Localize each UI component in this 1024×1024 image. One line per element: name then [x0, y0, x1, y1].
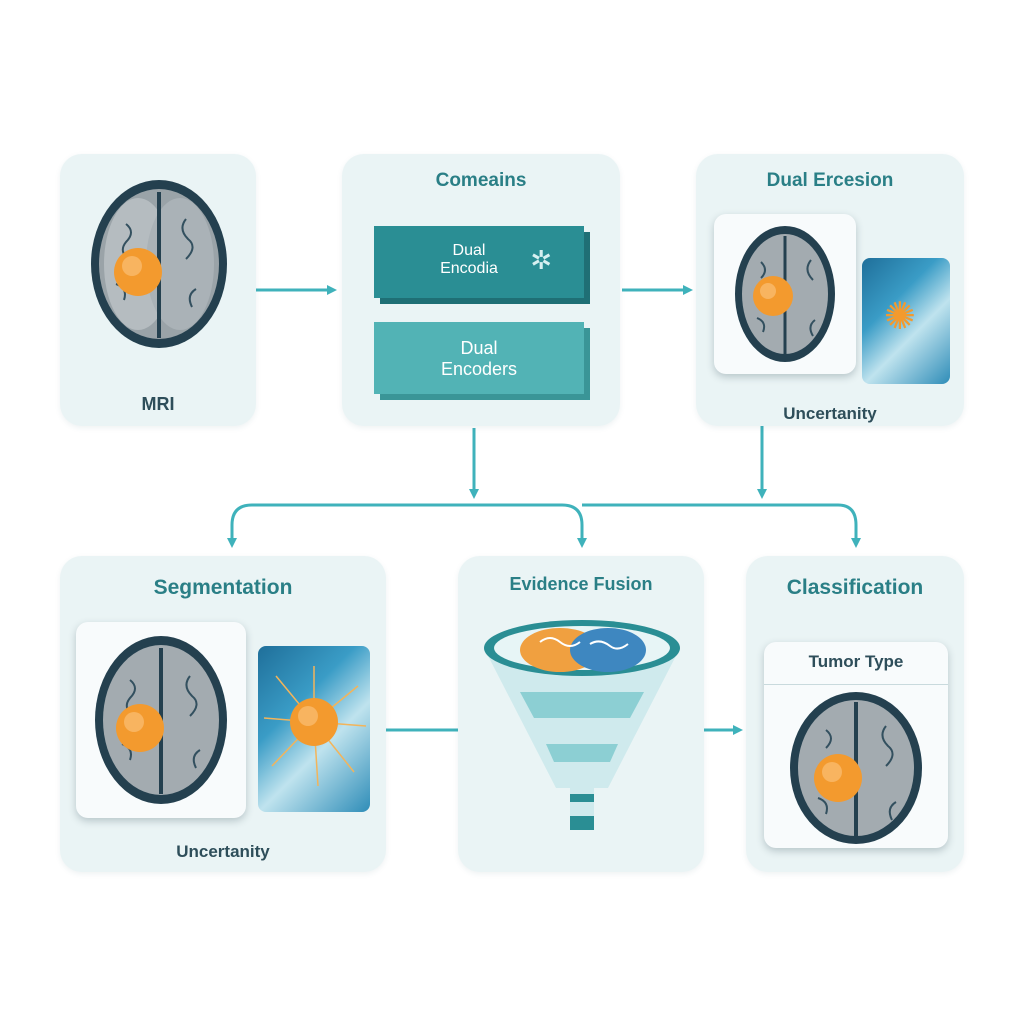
- tumor-icon: [263, 666, 367, 787]
- fusion-heatmap-icon: ✺: [862, 258, 950, 384]
- classification-card: Tumor Type: [764, 642, 948, 848]
- encoder-bottom-line2: Encoders: [440, 358, 518, 379]
- classification-panel: Classification Tumor Type: [746, 556, 964, 872]
- encoder-block-bottom: Dual Encoders: [374, 322, 584, 394]
- encoder-top-line2: Encodia: [440, 260, 498, 278]
- segmentation-label: Uncertanity: [176, 842, 270, 861]
- evidence-fusion-title: Evidence Fusion: [509, 574, 653, 594]
- dual-fusion-label: Uncertanity: [783, 404, 877, 423]
- brain-icon: [735, 226, 835, 362]
- segmentation-mri-card: [76, 622, 246, 818]
- gear-icon: ✺: [884, 294, 916, 338]
- encoders-title: Comeains: [435, 170, 527, 191]
- mri-label: MRI: [141, 394, 175, 414]
- encoders-panel: Comeains Dual Encodia ✲ Dual Encoders: [342, 154, 620, 426]
- tumor-type-header: Tumor Type: [764, 642, 948, 685]
- segmentation-title: Segmentation: [153, 576, 293, 599]
- segmentation-heatmap-icon: [258, 646, 370, 812]
- gear-icon: ✲: [530, 246, 552, 276]
- classification-title: Classification: [786, 576, 924, 599]
- dual-fusion-panel: Dual Ercesion ✺ Uncertanity: [696, 154, 964, 426]
- brain-icon: [790, 692, 922, 844]
- branch-center: [474, 503, 587, 548]
- encoder-block-top: Dual Encodia ✲: [374, 226, 584, 298]
- evidence-fusion-panel: Evidence Fusion: [458, 556, 704, 872]
- encoder-top-line1: Dual: [452, 242, 486, 259]
- branch-left: [227, 503, 474, 548]
- funnel-icon: [484, 620, 680, 830]
- brain-icon: [91, 180, 227, 348]
- dual-fusion-title: Dual Ercesion: [766, 170, 894, 191]
- brain-icon: [95, 636, 227, 804]
- encoder-bottom-line1: Dual: [460, 338, 498, 358]
- branch-right: [582, 503, 861, 548]
- fusion-mri-card: [714, 214, 856, 374]
- segmentation-panel: Segmentation Uncertanity: [60, 556, 386, 872]
- mri-panel: MRI: [60, 154, 256, 426]
